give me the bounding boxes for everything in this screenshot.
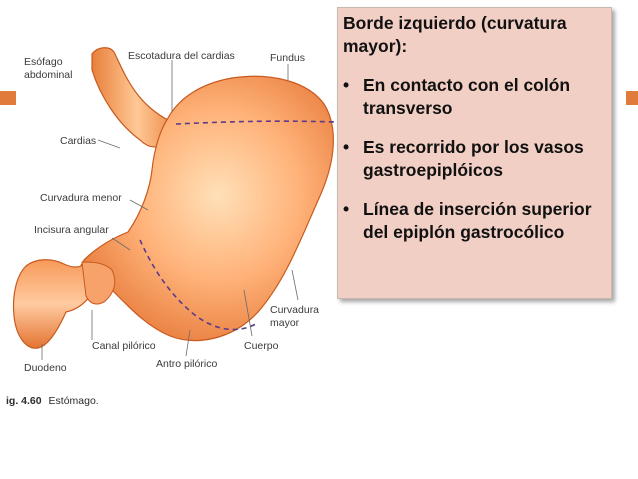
note-title: Borde izquierdo (curvatura mayor): bbox=[343, 13, 567, 56]
label-cuerpo: Cuerpo bbox=[244, 340, 279, 352]
label-escotadura: Escotadura del cardias bbox=[128, 50, 235, 62]
label-cardias: Cardias bbox=[60, 135, 97, 147]
bullet-text: Línea de inserción superior del epiplón … bbox=[363, 199, 592, 242]
figure-caption: ig. 4.60 Estómago. bbox=[6, 395, 99, 407]
antrum-division-line bbox=[139, 239, 257, 331]
accent-bar-right bbox=[626, 91, 638, 105]
pylorus-shape bbox=[81, 261, 116, 305]
label-antro-pilorico: Antro pilórico bbox=[156, 358, 218, 370]
stomach-body-shape bbox=[76, 75, 334, 342]
label-incisura: Incisura angular bbox=[34, 224, 109, 236]
bullet-symbol: • bbox=[343, 199, 350, 219]
note-content: Borde izquierdo (curvatura mayor): • En … bbox=[343, 12, 615, 260]
accent-bar-left bbox=[0, 91, 16, 105]
bullet-symbol: • bbox=[343, 137, 350, 157]
caption-number: ig. 4.60 bbox=[6, 395, 42, 407]
label-canal-pilorico: Canal pilórico bbox=[92, 340, 156, 352]
note-bullet: • Es recorrido por los vasos gastroepipl… bbox=[343, 136, 615, 182]
bullet-text: Es recorrido por los vasos gastroepiplói… bbox=[363, 137, 584, 180]
caption-text: Estómago. bbox=[48, 395, 99, 407]
label-fundus: Fundus bbox=[270, 52, 306, 64]
note-bullet: • En contacto con el colón transverso bbox=[343, 74, 615, 120]
label-esofago: Esófago abdominal bbox=[24, 56, 73, 81]
bullet-symbol: • bbox=[343, 75, 350, 95]
label-curvatura-mayor: Curvadura mayor bbox=[270, 304, 320, 329]
fundus-division-line bbox=[175, 120, 337, 125]
label-curvatura-menor: Curvadura menor bbox=[40, 192, 122, 204]
note-bullet: • Línea de inserción superior del epipló… bbox=[343, 198, 615, 244]
note-box bbox=[337, 7, 612, 299]
leader-lines bbox=[41, 60, 299, 360]
bullet-text: En contacto con el colón transverso bbox=[363, 75, 571, 118]
label-duodeno: Duodeno bbox=[24, 362, 67, 374]
duodenum-shape bbox=[12, 259, 93, 349]
